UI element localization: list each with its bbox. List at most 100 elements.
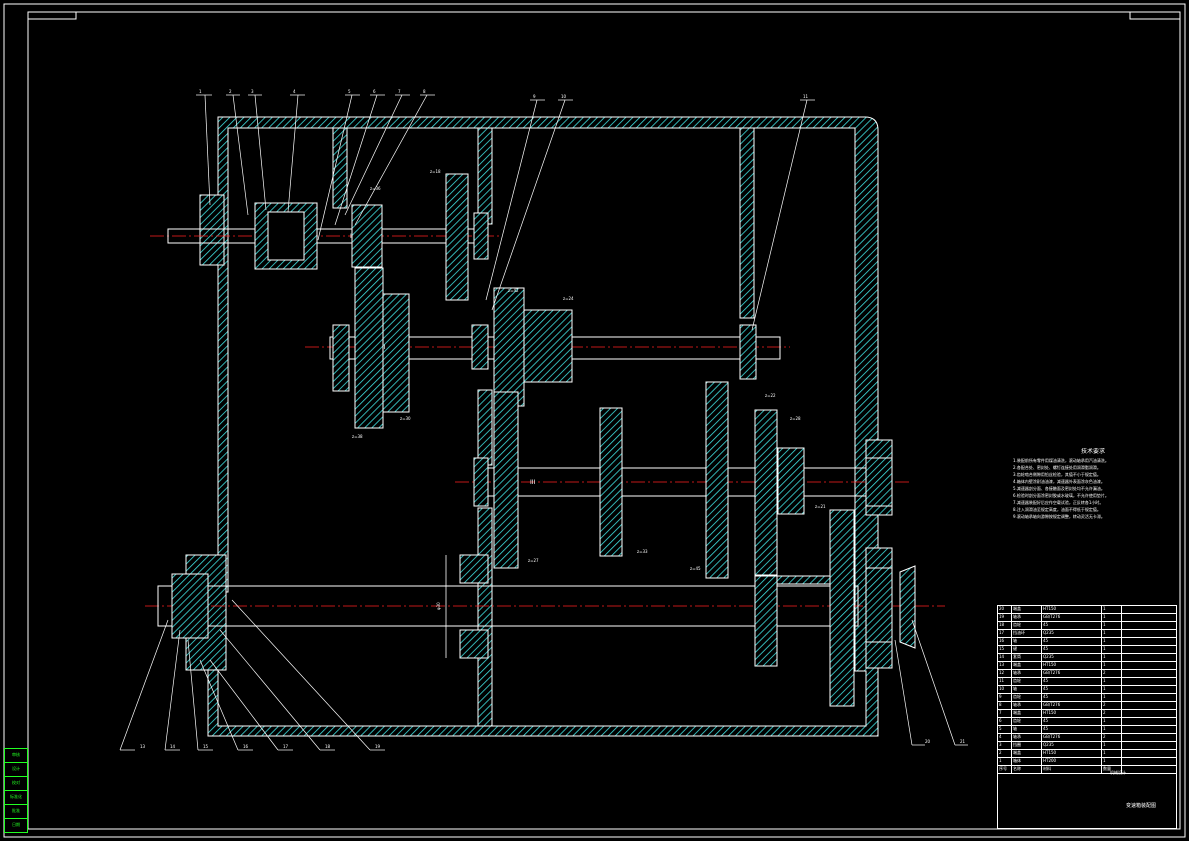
gear-label: z=21 xyxy=(815,504,826,509)
notes-heading: 技术要求 xyxy=(1080,448,1105,455)
part-numbers-bottom: 13 14 15 16 17 18 19 20 21 xyxy=(140,739,966,749)
table-cell: 3 xyxy=(998,742,1012,749)
table-cell: 名称 xyxy=(1012,766,1042,773)
shaft-1 xyxy=(167,173,489,301)
table-cell: HT150 xyxy=(1042,662,1102,669)
table-cell: 45 xyxy=(1042,622,1102,629)
notes-line: 4.箱体内壁涂耐油油漆，减速器外表面涂灰色油漆。 xyxy=(1013,479,1105,484)
side-box-cell: 日期 xyxy=(4,818,28,833)
table-cell: 1 xyxy=(1102,742,1122,749)
table-cell: Q235 xyxy=(1042,654,1102,661)
side-box-cell: 设计 xyxy=(4,762,28,776)
table-cell: 齿轮 xyxy=(1012,718,1042,725)
table-cell: 齿轮 xyxy=(1012,694,1042,701)
part-num: 13 xyxy=(140,744,146,749)
gear-label: z=42 xyxy=(508,288,519,293)
table-cell: 11 xyxy=(998,678,1012,685)
part-numbers-top: 1 2 3 4 5 6 7 8 9 10 11 xyxy=(199,89,809,99)
table-cell: 箱体 xyxy=(1012,758,1042,765)
part-num: 11 xyxy=(803,94,809,99)
table-cell: 18 xyxy=(998,622,1012,629)
part-num: 3 xyxy=(251,89,254,94)
table-cell: 20 xyxy=(998,606,1012,613)
notes-line: 3.齿轮啮合侧隙用铅丝检验，其值不小于规定值。 xyxy=(1013,472,1101,477)
table-cell: 45 xyxy=(1042,646,1102,653)
org-name: 机械设计 xyxy=(1110,770,1126,775)
table-cell: 7 xyxy=(998,710,1012,717)
table-cell: 16 xyxy=(998,638,1012,645)
part-num: 9 xyxy=(533,94,536,99)
table-cell: 4 xyxy=(998,734,1012,741)
table-cell: 挡油环 xyxy=(1012,630,1042,637)
table-cell: 14 xyxy=(998,654,1012,661)
drawing-title: 变速箱装配图 xyxy=(1126,803,1157,809)
gear-label: z=28 xyxy=(790,416,801,421)
table-cell: 1 xyxy=(1102,630,1122,637)
table-cell: 45 xyxy=(1042,726,1102,733)
table-cell: 序号 xyxy=(998,766,1012,773)
table-cell: 45 xyxy=(1042,694,1102,701)
part-num: 1 xyxy=(199,89,202,94)
table-cell: 2 xyxy=(1102,710,1122,717)
table-cell: 2 xyxy=(1102,734,1122,741)
table-cell: GB/T276 xyxy=(1042,670,1102,677)
table-cell: 键 xyxy=(1012,646,1042,653)
table-cell: 轴 xyxy=(1012,726,1042,733)
part-num: 21 xyxy=(960,739,966,744)
table-cell: 1 xyxy=(1102,726,1122,733)
table-cell: 15 xyxy=(998,646,1012,653)
table-cell: 轴承 xyxy=(1012,734,1042,741)
table-cell: 挡圈 xyxy=(1012,742,1042,749)
part-num: 7 xyxy=(398,89,401,94)
part-num: 8 xyxy=(423,89,426,94)
notes-line: 2.各配合处、密封处、螺钉连接处用润滑脂润滑。 xyxy=(1013,465,1101,470)
shaft-3 xyxy=(473,381,893,579)
part-num: 19 xyxy=(375,744,381,749)
part-num: 15 xyxy=(203,744,209,749)
notes-line: 7.减速器装配好后应作空载试验，正反转各1小时。 xyxy=(1013,500,1104,505)
gear-label: z=30 xyxy=(400,416,411,421)
table-cell: 材料 xyxy=(1042,766,1102,773)
table-cell: 数量 xyxy=(1102,766,1122,773)
table-cell: 45 xyxy=(1042,678,1102,685)
table-cell: 2 xyxy=(998,750,1012,757)
part-num: 14 xyxy=(170,744,176,749)
table-cell: 1 xyxy=(1102,638,1122,645)
part-num: 20 xyxy=(925,739,931,744)
part-num: 4 xyxy=(293,89,296,94)
technical-notes: 技术要求 1.装配前所有零件用煤油清洗，滚动轴承用汽油清洗。 2.各配合处、密封… xyxy=(1013,448,1173,520)
table-cell: 1 xyxy=(1102,662,1122,669)
table-cell: 1 xyxy=(998,758,1012,765)
table-cell: 端盖 xyxy=(1012,606,1042,613)
leader-lines-bottom xyxy=(119,599,968,751)
table-cell: 1 xyxy=(1102,686,1122,693)
gear-label: z=22 xyxy=(765,393,776,398)
notes-line: 9.滚动轴承轴向游隙按规定调整，转动灵活无卡滞。 xyxy=(1013,514,1105,519)
table-cell: 8 xyxy=(998,702,1012,709)
table-cell: 45 xyxy=(1042,686,1102,693)
shaft-label-3: III xyxy=(530,479,536,486)
table-cell: 1 xyxy=(1102,606,1122,613)
shaft-4 xyxy=(157,509,916,707)
table-cell: 2 xyxy=(1102,670,1122,677)
notes-line: 6.检验时剖分面涂密封胶或水玻璃，不允许使用垫片。 xyxy=(1013,493,1109,498)
table-cell: 轴 xyxy=(1012,638,1042,645)
gear-label: z=27 xyxy=(528,558,539,563)
table-cell: 1 xyxy=(1102,758,1122,765)
table-cell: 5 xyxy=(998,726,1012,733)
side-box-cell: 校对 xyxy=(4,776,28,790)
table-cell: 2 xyxy=(1102,702,1122,709)
gear-label: z=24 xyxy=(563,296,574,301)
